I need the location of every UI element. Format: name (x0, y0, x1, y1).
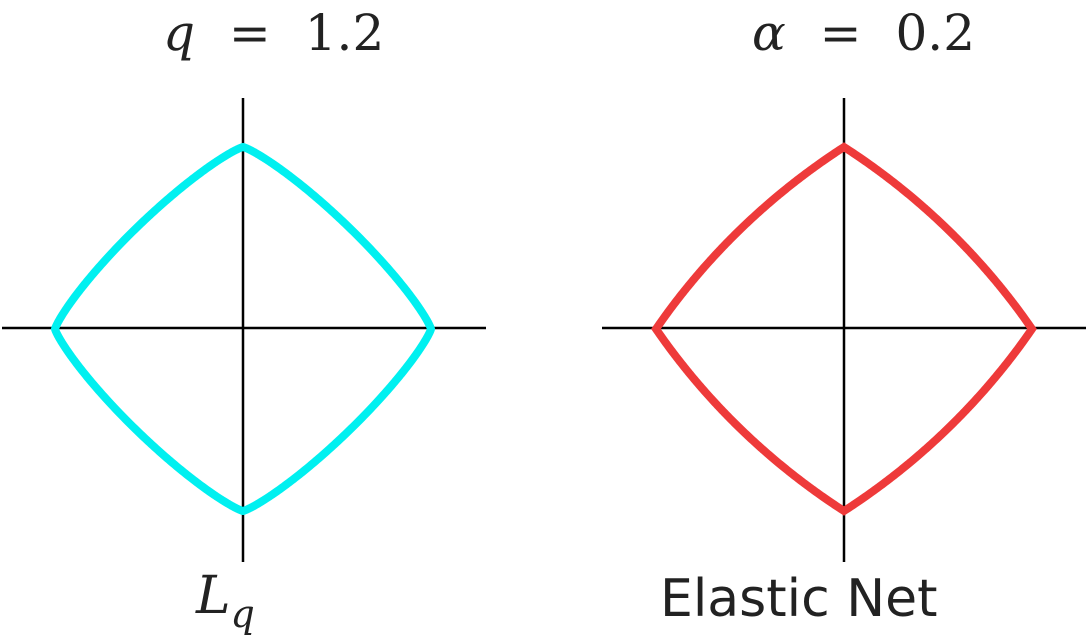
panel-lq-title-equals: = (229, 4, 271, 62)
panel-en-norm-ball (651, 142, 1037, 516)
panel-lq-title-value: 1.2 (305, 4, 385, 62)
panel-lq-caption-main: L (195, 566, 231, 626)
panel-lq-caption-subscript: q (231, 592, 255, 636)
panel-lq-title-symbol: q (163, 4, 195, 62)
panel-lq-title: q = 1.2 (163, 4, 384, 62)
panel-en-title-equals: = (820, 4, 862, 62)
panel-elastic-net: α = 0.2 Elastic Net (602, 4, 1086, 629)
panel-en-title: α = 0.2 (752, 4, 975, 62)
panel-lq-norm-ball (51, 143, 435, 515)
panel-en-title-value: 0.2 (895, 4, 975, 62)
panel-en-title-symbol: α (752, 4, 786, 62)
panel-lq-caption: Lq (195, 566, 255, 636)
panel-lq: q = 1.2 Lq (2, 4, 486, 636)
panel-en-caption: Elastic Net (660, 569, 938, 629)
